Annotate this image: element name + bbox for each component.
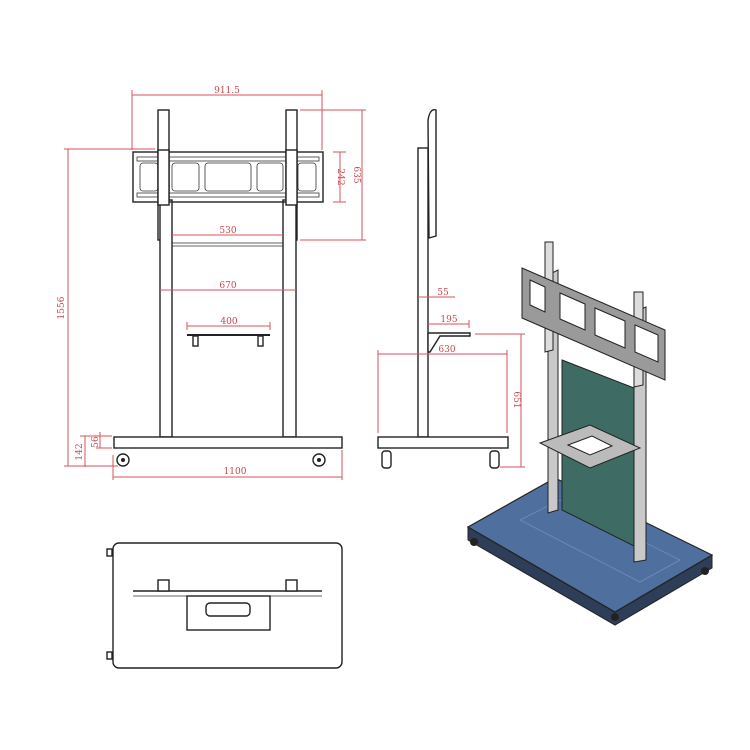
dimension-55: 55	[418, 288, 455, 298]
caster-icon	[116, 447, 130, 467]
dimension-635: 635	[300, 109, 366, 241]
svg-text:142: 142	[75, 443, 85, 460]
right-upright	[282, 199, 297, 438]
perspective-view	[466, 241, 714, 626]
side-shelf	[427, 332, 471, 353]
svg-text:670: 670	[219, 281, 236, 291]
dimension-400: 400	[186, 317, 271, 330]
shelf-front	[187, 334, 270, 347]
dimension-911-5: 911.5	[131, 86, 323, 150]
svg-text:400: 400	[220, 317, 237, 327]
svg-text:635: 635	[351, 166, 361, 183]
svg-text:1556: 1556	[57, 296, 67, 319]
dimension-530: 530	[172, 226, 283, 236]
svg-text:651: 651	[511, 391, 521, 408]
svg-text:195: 195	[440, 315, 457, 325]
front-view: 911.5 242 635 530 670 400 1556 142	[57, 86, 366, 480]
dimension-630: 630	[377, 345, 508, 433]
dimension-1100: 1100	[112, 450, 343, 480]
dimension-1556: 1556	[57, 148, 155, 467]
svg-text:242: 242	[335, 168, 345, 185]
svg-text:630: 630	[438, 345, 455, 355]
tv-panel-side	[427, 109, 437, 239]
base-side	[377, 436, 509, 449]
svg-text:911.5: 911.5	[214, 86, 240, 96]
dimension-242: 242	[333, 151, 346, 203]
caster-icon	[489, 450, 500, 469]
side-view: 55 195 630 651	[377, 109, 525, 469]
dimension-56: 56	[91, 432, 112, 449]
dimension-195: 195	[428, 315, 470, 328]
dimension-651: 651	[475, 333, 525, 468]
side-pole	[417, 147, 429, 438]
svg-text:1100: 1100	[224, 467, 247, 477]
left-upright	[159, 199, 173, 438]
caster-icon	[312, 447, 326, 467]
base-3d	[466, 477, 714, 613]
top-view	[106, 542, 343, 669]
svg-text:56: 56	[91, 436, 101, 448]
svg-text:530: 530	[219, 226, 236, 236]
base-front	[113, 436, 343, 449]
bracket-3d	[521, 267, 666, 381]
svg-text:55: 55	[437, 288, 449, 298]
wall-bracket	[132, 149, 324, 206]
caster-icon	[381, 450, 392, 469]
dimension-142: 142	[75, 435, 112, 467]
dimension-670: 670	[160, 281, 296, 291]
cable-slot	[205, 602, 251, 617]
